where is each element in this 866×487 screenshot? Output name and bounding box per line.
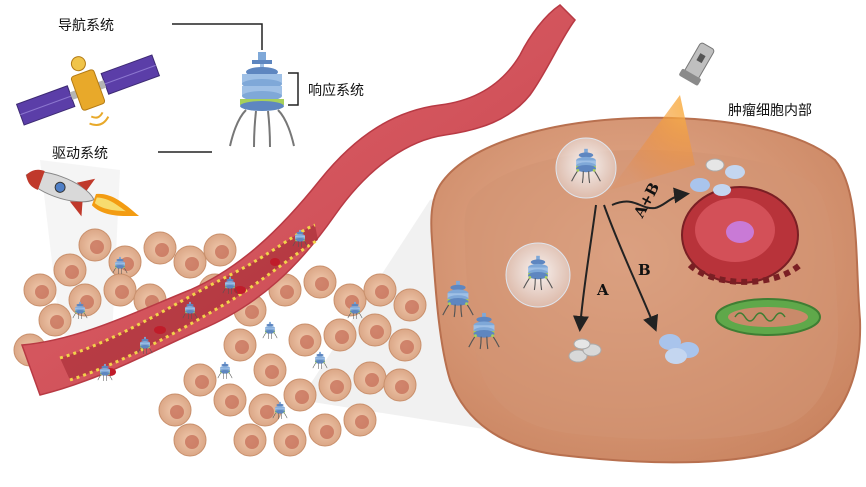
vessel-lumen [60, 225, 318, 380]
path-label-b: B [638, 261, 651, 279]
red-blood-cell [234, 286, 246, 294]
bracket-response [288, 72, 299, 106]
drug-payload-b [659, 334, 699, 364]
vessel-wall-dots-top [59, 223, 316, 360]
mitochondria [715, 298, 821, 336]
path-arrow-a [572, 204, 597, 332]
label-tumor-interior: 肿瘤细胞内部 [728, 103, 812, 119]
flashlight-icon [679, 42, 715, 86]
path-arrow-ab [611, 187, 690, 210]
rocket-icon [25, 169, 140, 217]
label-navigation: 导航系统 [58, 18, 114, 34]
label-response: 响应系统 [308, 83, 364, 99]
red-blood-cell [270, 258, 280, 266]
nanorobot-icon [262, 321, 278, 340]
light-beam [610, 95, 695, 190]
response-device-icon [229, 52, 295, 148]
path-arrow-b [603, 204, 659, 332]
satellite-icon [15, 54, 161, 126]
vessel-wall-dots-bottom [69, 238, 319, 382]
drug-payload-ab [690, 158, 745, 196]
path-label-a: A [597, 281, 609, 299]
nucleus [681, 186, 802, 285]
drug-payload-a [568, 338, 602, 363]
connector-navigation [172, 23, 263, 50]
red-blood-cell [154, 326, 166, 334]
label-drive: 驱动系统 [52, 146, 108, 162]
nanorobot-icon [217, 361, 233, 380]
